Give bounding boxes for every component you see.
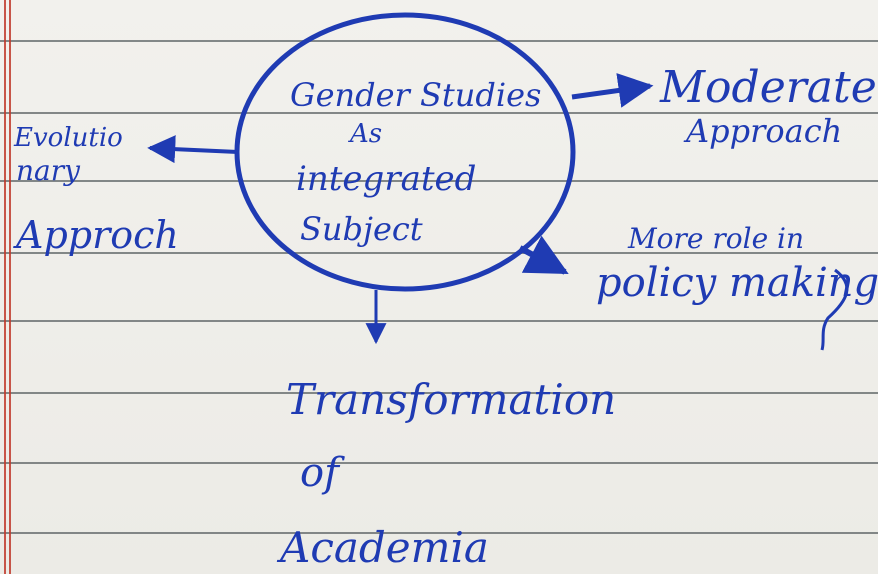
- margin-line: [9, 0, 11, 574]
- center-line-3: integrated: [296, 159, 476, 199]
- left-line-2: nary: [16, 154, 81, 187]
- ruled-line: [0, 40, 878, 42]
- margin-line: [4, 0, 6, 574]
- ruled-line: [0, 180, 878, 182]
- right-bottom-line-1: More role in: [627, 222, 804, 255]
- ruled-line: [0, 252, 878, 254]
- ruled-line: [0, 462, 878, 464]
- arrow-right-bottom: [518, 235, 569, 275]
- ruled-line: [0, 320, 878, 322]
- bottom-line-2: of: [300, 450, 345, 496]
- left-line-3: Approch: [13, 213, 179, 257]
- arrow-left: [147, 135, 239, 164]
- ruled-line: [0, 392, 878, 394]
- bottom-line-1: Transformation: [286, 375, 616, 424]
- left-line-1: Evolutio: [13, 123, 123, 153]
- arrow-right-top: [571, 73, 654, 108]
- bottom-line-3: Academia: [276, 523, 489, 572]
- center-line-4: Subject: [300, 210, 423, 248]
- right-bottom-line-2: policy making: [596, 260, 878, 306]
- center-line-1: Gender Studies: [290, 76, 541, 114]
- center-line-2: As: [348, 119, 382, 149]
- ink-curl: [820, 268, 849, 351]
- right-top-line-1: Moderate: [659, 62, 877, 113]
- ruled-line: [0, 112, 878, 114]
- right-top-line-2: Approach: [683, 112, 842, 150]
- ruled-line: [0, 532, 878, 534]
